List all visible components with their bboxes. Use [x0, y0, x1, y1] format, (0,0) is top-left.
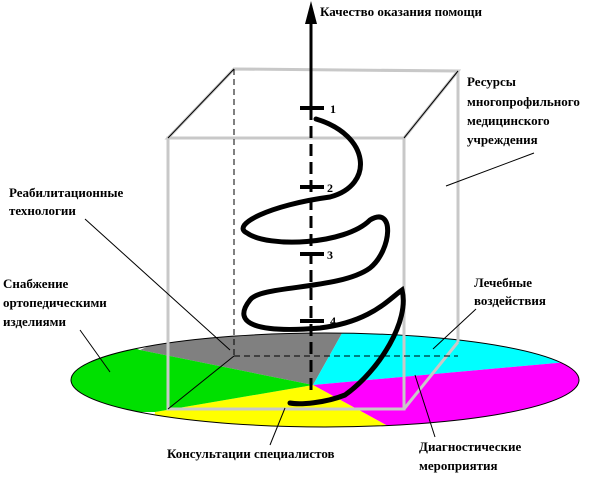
consult-label-leader	[269, 407, 286, 446]
quality-spiral	[240, 116, 406, 407]
cube-top-right-edge	[403, 70, 459, 139]
cube-label-line-3: медицинского	[467, 113, 550, 128]
base-ellipse-outline	[70, 332, 580, 428]
sector-diagnostics	[313, 360, 579, 427]
cube-front-face	[166, 136, 406, 411]
diag-label-line-1: Диагностические	[419, 439, 521, 454]
cube-hidden-base-edge-1	[167, 355, 235, 410]
resources-cube	[164, 67, 462, 411]
axis-arrowhead-icon	[305, 1, 317, 24]
treatment-label-leader	[432, 308, 477, 350]
sector-treatment	[313, 333, 579, 385]
treatment-label-line-2: воздействия	[474, 293, 546, 308]
cube-bottom-right-edge	[402, 341, 460, 410]
quality-axis	[300, 1, 324, 392]
ortho-label-line-1: Снабжение	[3, 276, 69, 291]
rehab-label-leader	[84, 218, 231, 351]
cube-label-line-2: многопрофильного	[467, 94, 580, 109]
ortho-label-leader	[79, 329, 111, 373]
ortho-label-line-2: ортопедическими	[3, 295, 107, 310]
rehab-label-line-2: технологии	[9, 203, 76, 218]
diag-label-leader	[414, 374, 436, 438]
cube-label: Ресурсы многопрофильного медицинского уч…	[467, 74, 580, 147]
level-2-label: 2	[327, 181, 333, 195]
sector-consultations	[150, 385, 450, 427]
consult-label: Консультации специалистов	[167, 446, 335, 461]
cube-top-left-edge	[167, 68, 235, 139]
cube-top-face	[164, 67, 462, 140]
level-1-label: 1	[330, 102, 336, 116]
cube-label-line-4: учреждения	[467, 132, 538, 147]
cube-label-line-1: Ресурсы	[467, 74, 516, 89]
rehab-label-line-1: Реабилитационные	[9, 185, 123, 200]
diag-label-line-2: мероприятия	[419, 458, 498, 473]
base-ellipse	[71, 333, 579, 427]
axis-title: Качество оказания помощи	[320, 4, 483, 19]
ortho-label-line-3: изделиями	[3, 314, 66, 329]
level-3-label: 3	[327, 248, 333, 262]
sector-orthopedic	[71, 333, 313, 412]
treatment-label-line-1: Лечебные	[474, 275, 532, 290]
level-4-label: 4	[330, 314, 336, 328]
cube-label-leader	[445, 152, 535, 187]
